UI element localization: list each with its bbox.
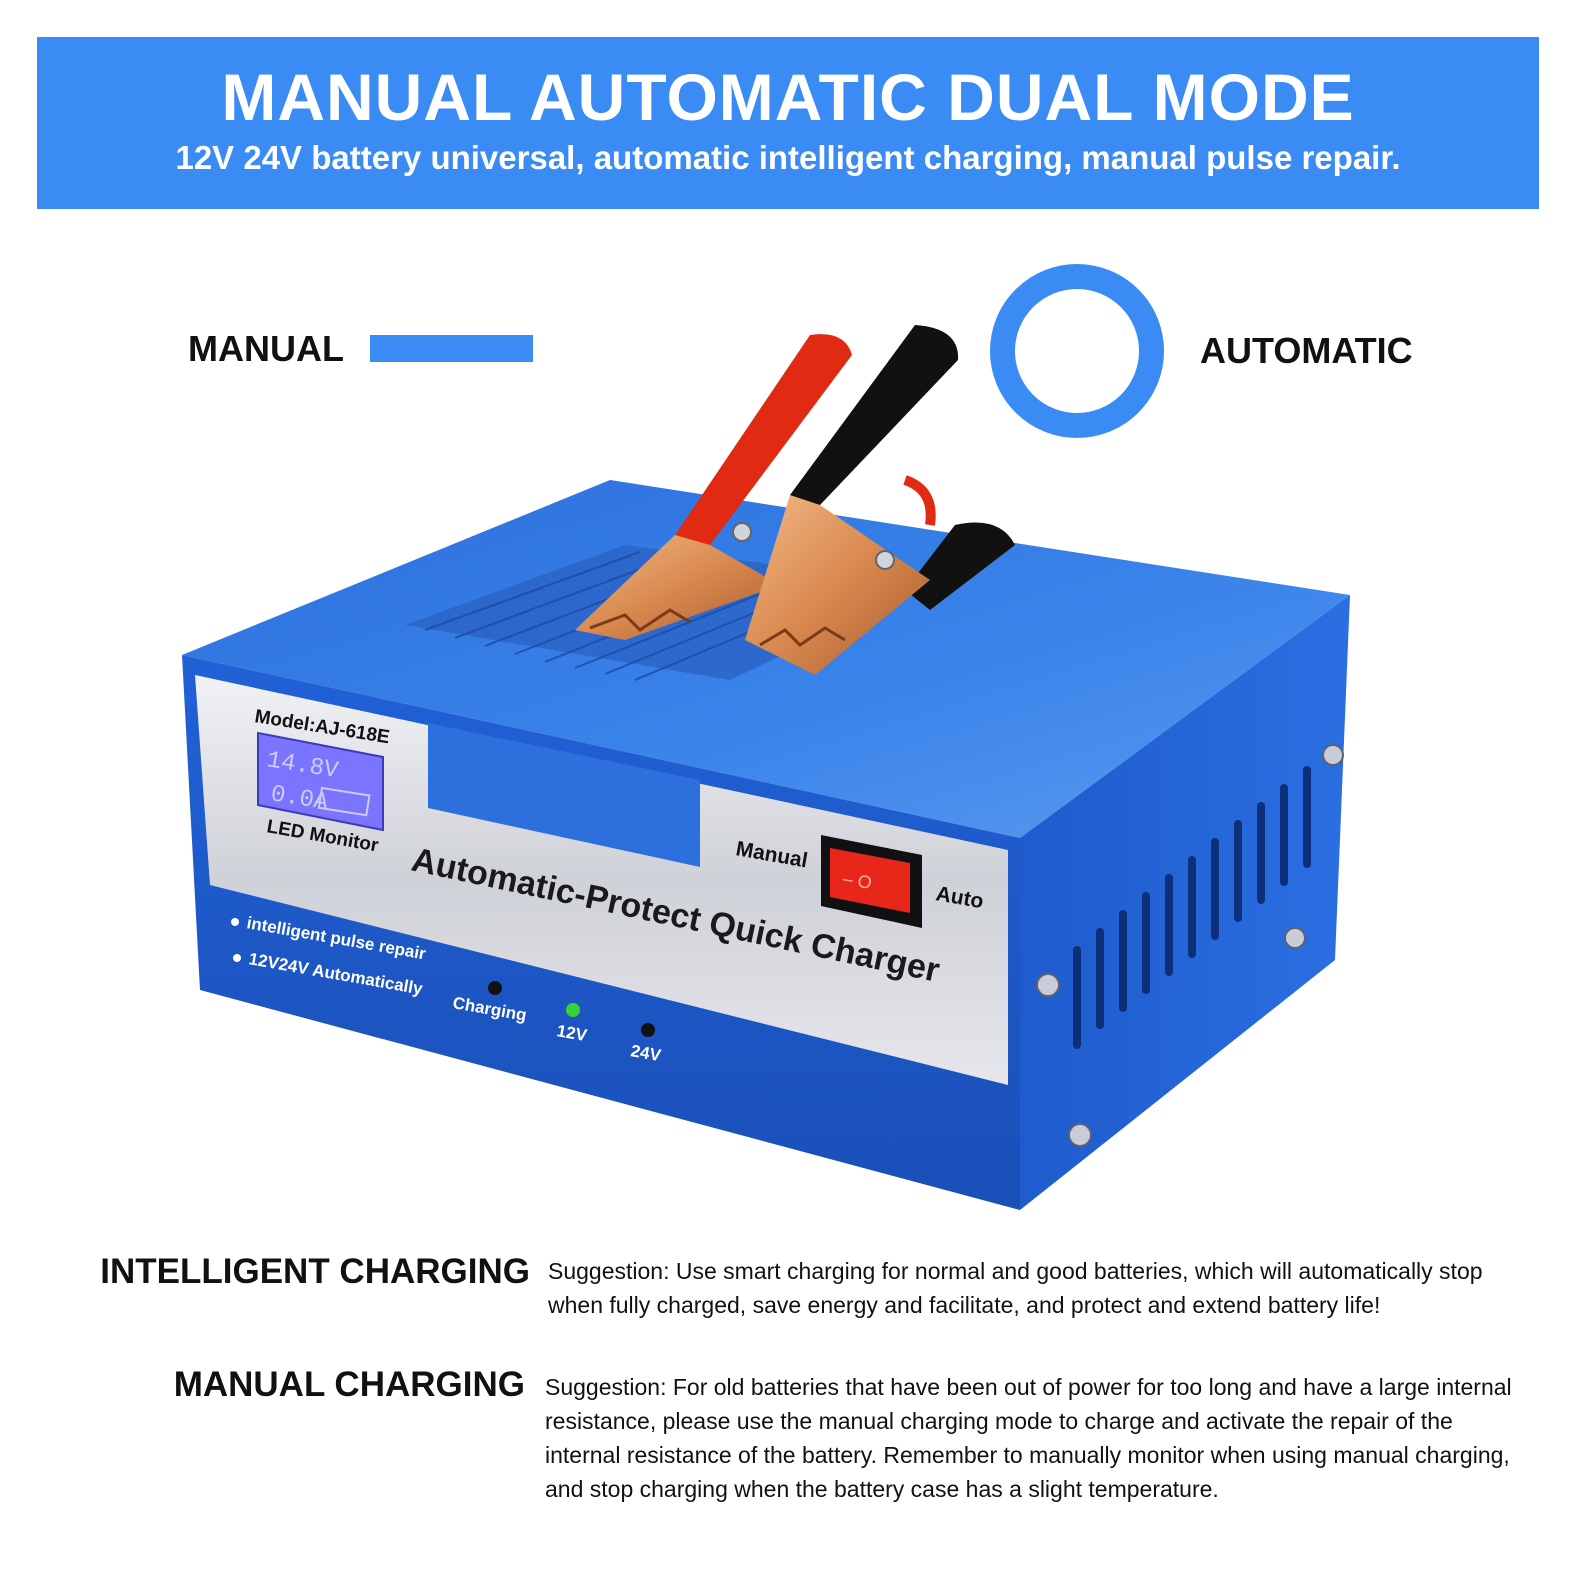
screws <box>1036 744 1344 1147</box>
manual-bar-icon <box>370 335 533 362</box>
header-banner: MANUAL AUTOMATIC DUAL MODE 12V 24V batte… <box>37 37 1539 209</box>
manual-mode-label: MANUAL <box>188 328 344 369</box>
banner-subtitle: 12V 24V battery universal, automatic int… <box>175 139 1401 176</box>
automatic-mode-label: AUTOMATIC <box>1200 330 1413 371</box>
black-clamp <box>745 325 1015 675</box>
charging-led <box>488 981 502 995</box>
front-silver-panel <box>195 675 1008 1085</box>
switch-glyph: – O <box>841 868 873 893</box>
side-vents <box>1073 766 1311 1049</box>
led-24v <box>641 1023 655 1037</box>
manual-charging-title: MANUAL CHARGING <box>173 1365 525 1404</box>
lcd-monitor: 14.8V 0.0A <box>257 731 384 832</box>
panel-blue-block <box>428 723 700 867</box>
intelligent-charging-text: Suggestion: Use smart charging for norma… <box>548 1258 1483 1318</box>
charger-side-face <box>1020 595 1350 1210</box>
banner-title: MANUAL AUTOMATIC DUAL MODE <box>221 60 1355 134</box>
led-12v <box>566 1003 580 1017</box>
manual-charging-text: Suggestion: For old batteries that have … <box>545 1374 1512 1502</box>
red-clamp <box>575 334 852 640</box>
intelligent-charging-title: INTELLIGENT CHARGING <box>100 1252 530 1291</box>
rocker-switch <box>830 848 910 913</box>
battery-charger-illustration: 14.8V 0.0A Model:AJ-618E LED Monitor Aut… <box>182 325 1350 1210</box>
